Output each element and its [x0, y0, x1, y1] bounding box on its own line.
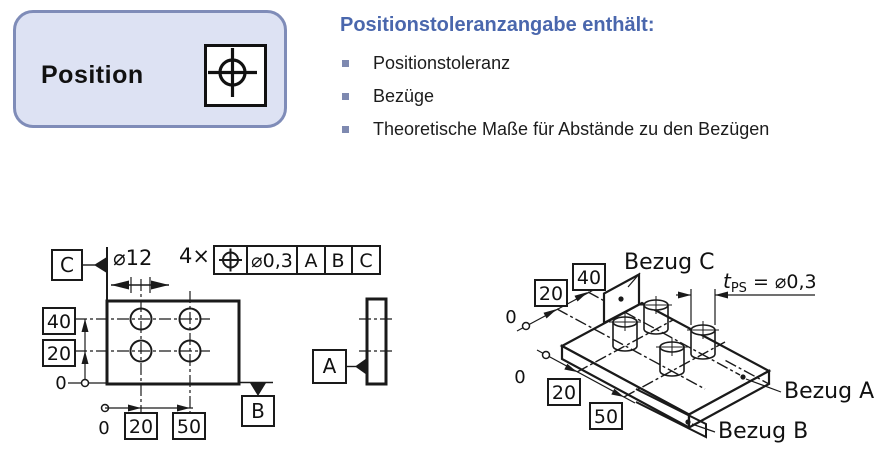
origin-circle-icon — [80, 378, 90, 388]
dim-arrow-left-icon — [111, 280, 129, 290]
datum-c-triangle-icon — [94, 257, 106, 273]
zero-bottom: 0 — [98, 418, 109, 439]
tps-note: tPS = ⌀0,3 — [723, 269, 817, 296]
tolerance-cylinder — [609, 313, 641, 352]
hole — [129, 339, 153, 363]
fcf-datum-c-cell — [351, 245, 381, 275]
bezug-b-dot-icon — [685, 419, 691, 425]
dim-box-20b — [124, 412, 158, 440]
datum-b-box — [241, 395, 275, 427]
square-bullet-icon — [342, 126, 349, 133]
hole — [178, 339, 202, 363]
fcf-tolerance-value: ⌀0,3 — [251, 250, 293, 272]
dim-box-20u — [534, 279, 568, 307]
origin-circle-icon — [521, 321, 531, 331]
bezug-a-dot-icon — [740, 374, 746, 380]
zero-left: 0 — [55, 373, 66, 394]
datum-b-triangle-icon — [250, 383, 266, 396]
dim-box-40 — [42, 307, 76, 335]
square-bullet-icon — [342, 60, 349, 67]
construction-line — [576, 319, 674, 373]
zero-lower: 0 — [514, 367, 525, 388]
datum-a-label: A — [323, 354, 337, 378]
bullet-label: Theoretische Maße für Abstände zu den Be… — [373, 119, 770, 139]
ordinate-arrow-right-icon — [128, 404, 141, 412]
dim-box-50l — [589, 402, 623, 430]
content-block: Positionstoleranzangabe enthält: Positio… — [340, 14, 880, 152]
origin-circle-icon — [541, 350, 551, 360]
datum-c-label: C — [60, 253, 74, 277]
ordinate-arrow-icon — [611, 388, 624, 397]
datum-a-triangle-icon — [355, 358, 367, 375]
hole — [178, 307, 202, 331]
datum-a-box — [312, 349, 347, 384]
dim-arrow-right-icon — [151, 280, 169, 290]
tolerance-cylinder — [640, 296, 672, 335]
ordinate-arrow-up-icon — [81, 319, 89, 332]
side-view-outline — [365, 297, 388, 386]
bezug-a-label: Bezug A — [784, 379, 874, 404]
dim-box-20l — [547, 378, 581, 406]
datum-b-label: B — [251, 399, 265, 423]
bezug-c-leader — [627, 272, 641, 288]
card-title: Position — [41, 61, 144, 89]
position-symbol-icon — [219, 248, 242, 272]
dim-20: 20 — [47, 343, 71, 365]
datum-c-box — [51, 249, 83, 281]
dim-box-40u — [572, 263, 606, 291]
fcf-tolerance-cell — [246, 245, 298, 275]
position-tolerance-symbol-icon — [204, 44, 267, 107]
fcf-datum-b-cell — [324, 245, 353, 275]
tolerance-cylinder — [687, 321, 719, 360]
bullet-label: Bezüge — [373, 86, 435, 106]
bezug-b-leader — [691, 423, 716, 433]
construction-line — [623, 341, 726, 398]
ordinate-arrow-up-icon — [81, 351, 89, 364]
hole — [129, 307, 153, 331]
dim-20u: 20 — [539, 283, 563, 305]
tolerance-cylinder — [656, 338, 688, 377]
dim-40: 40 — [47, 311, 71, 333]
dim-box-50 — [172, 412, 206, 440]
dim-box-20 — [42, 339, 76, 367]
square-bullet-icon — [342, 93, 349, 100]
bullet-item: Positionstoleranz — [340, 53, 880, 73]
bezug-c-dot-icon — [618, 296, 624, 302]
fcf-datum-3: C — [359, 250, 372, 272]
bezug-c-label: Bezug C — [624, 250, 714, 275]
position-card: Position — [13, 10, 287, 128]
bezug-b-label: Bezug B — [718, 419, 808, 444]
ordinate-arrow-icon — [574, 292, 588, 302]
tps-arrow-icon — [678, 291, 691, 299]
dim-20b: 20 — [129, 416, 153, 438]
bullet-item: Bezüge — [340, 86, 880, 106]
hole-diameter-label: ⌀12 — [113, 246, 152, 270]
fcf-datum-2: B — [331, 250, 344, 272]
dim-40u: 40 — [577, 267, 601, 289]
zero-upper: 0 — [505, 307, 516, 328]
fcf-datum-1: A — [305, 250, 318, 272]
ordinate-arrow-right-icon — [177, 404, 190, 412]
bezug-a-plane — [714, 359, 771, 414]
bullet-label: Positionstoleranz — [373, 53, 511, 73]
bezug-a-leader — [745, 378, 782, 393]
part-outline — [105, 299, 241, 386]
drawing-3d: Bezug C 0 20 40 0 20 50 — [505, 250, 874, 444]
dim-50: 50 — [177, 416, 201, 438]
bullet-item: Theoretische Maße für Abstände zu den Be… — [340, 119, 880, 139]
construction-line — [556, 308, 706, 390]
bezug-b-plane — [635, 388, 707, 439]
ordinate-arrow-icon — [564, 363, 577, 372]
drawing-2d: C ⌀12 4× ⌀0,3 A B C 40 20 0 B 0 2 — [42, 244, 394, 440]
page-title: Positionstoleranzangabe enthält: — [340, 14, 655, 36]
position-symbol-graphic — [208, 48, 257, 97]
hole-count-label: 4× — [179, 244, 210, 268]
dim-50l: 50 — [594, 406, 618, 428]
tps-arrow-icon — [715, 291, 728, 299]
ordinate-arrow-icon — [543, 309, 557, 319]
dim-20l: 20 — [552, 382, 576, 404]
